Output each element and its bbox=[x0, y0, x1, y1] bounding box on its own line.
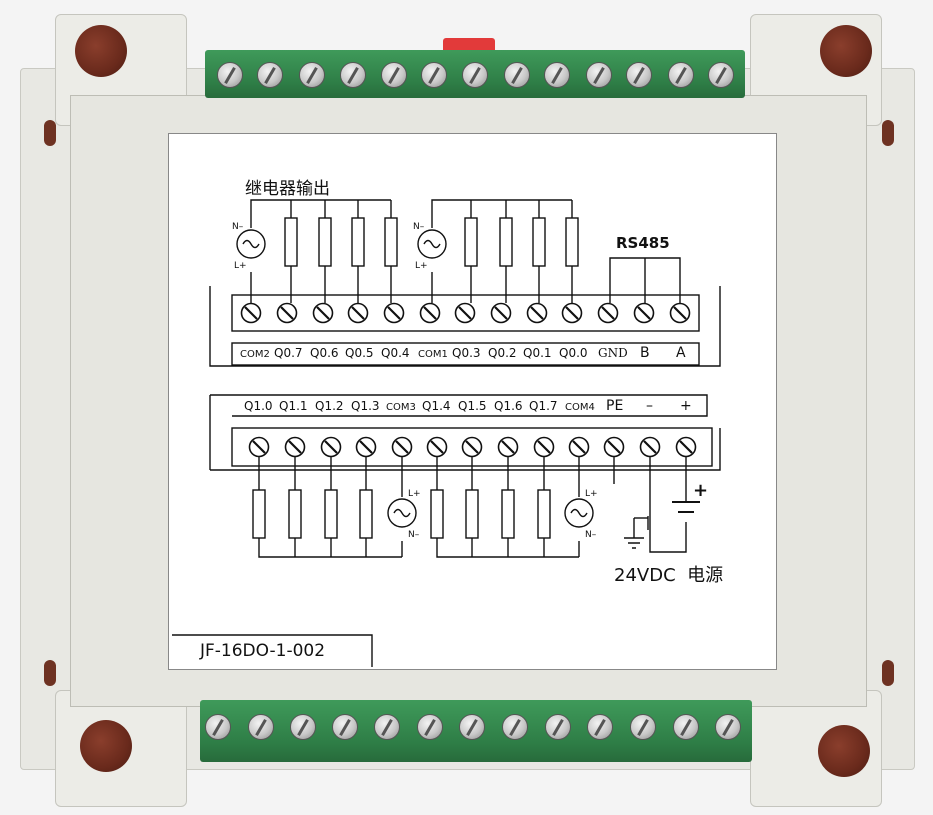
mount-hole-top-right bbox=[820, 25, 872, 77]
screw-icon[interactable] bbox=[673, 714, 699, 740]
ac-source-label-n: N– bbox=[585, 530, 597, 540]
terminal-label: + bbox=[680, 398, 692, 414]
bottom-terminal-block bbox=[200, 700, 752, 762]
top-terminal-diagram bbox=[209, 286, 721, 367]
screw-icon[interactable] bbox=[586, 62, 612, 88]
screw-icon[interactable] bbox=[332, 714, 358, 740]
top-relay-wiring bbox=[250, 199, 681, 303]
side-slot-right-bottom bbox=[882, 660, 894, 686]
screw-icon[interactable] bbox=[708, 62, 734, 88]
terminal-label: Q1.1 bbox=[279, 399, 308, 413]
screw-icon[interactable] bbox=[545, 714, 571, 740]
ac-source-label-l: L+ bbox=[585, 489, 598, 499]
terminal-label: COM2 bbox=[240, 349, 270, 360]
side-slot-right-top bbox=[882, 120, 894, 146]
screw-icon[interactable] bbox=[630, 714, 656, 740]
terminal-label: Q0.2 bbox=[488, 346, 517, 360]
screw-icon[interactable] bbox=[257, 62, 283, 88]
wiring-label-panel bbox=[168, 133, 777, 670]
terminal-label: Q1.2 bbox=[315, 399, 344, 413]
terminal-label: B bbox=[640, 345, 650, 361]
screw-icon[interactable] bbox=[587, 714, 613, 740]
screw-icon[interactable] bbox=[715, 714, 741, 740]
screw-icon[interactable] bbox=[626, 62, 652, 88]
rs485-label: RS485 bbox=[616, 234, 670, 252]
screw-icon[interactable] bbox=[417, 714, 443, 740]
terminal-label: Q0.7 bbox=[274, 346, 303, 360]
top-terminal-block bbox=[205, 50, 745, 98]
terminal-label: Q1.3 bbox=[351, 399, 380, 413]
screw-icon[interactable] bbox=[668, 62, 694, 88]
screw-icon[interactable] bbox=[504, 62, 530, 88]
ac-source-label-n: N– bbox=[413, 222, 425, 232]
ac-source-icon bbox=[564, 498, 594, 528]
terminal-label: Q1.7 bbox=[529, 399, 558, 413]
ac-source-icon bbox=[387, 498, 417, 528]
ac-source-label-l: L+ bbox=[408, 489, 421, 499]
screw-icon[interactable] bbox=[205, 714, 231, 740]
screw-icon[interactable] bbox=[544, 62, 570, 88]
ac-source-icon bbox=[417, 229, 447, 259]
terminal-label: COM4 bbox=[565, 402, 595, 413]
screw-icon[interactable] bbox=[299, 62, 325, 88]
terminal-label: COM3 bbox=[386, 402, 416, 413]
mount-hole-bottom-right bbox=[818, 725, 870, 777]
screw-icon[interactable] bbox=[462, 62, 488, 88]
terminal-label: A bbox=[676, 345, 686, 361]
side-slot-left-top bbox=[44, 120, 56, 146]
ac-source-icon bbox=[236, 229, 266, 259]
screw-icon[interactable] bbox=[217, 62, 243, 88]
screw-icon[interactable] bbox=[290, 714, 316, 740]
screw-icon[interactable] bbox=[459, 714, 485, 740]
terminal-label: PE bbox=[606, 398, 624, 414]
terminal-label: COM1 bbox=[418, 349, 448, 360]
terminal-label: – bbox=[646, 398, 653, 414]
terminal-label: Q1.6 bbox=[494, 399, 523, 413]
relay-output-title: 继电器输出 bbox=[245, 179, 330, 199]
bottom-relay-wiring bbox=[252, 457, 700, 558]
mount-hole-bottom-left bbox=[80, 720, 132, 772]
terminal-label: Q1.0 bbox=[244, 399, 273, 413]
terminal-label: Q0.6 bbox=[310, 346, 339, 360]
terminal-label: Q0.5 bbox=[345, 346, 374, 360]
side-slot-left-bottom bbox=[44, 660, 56, 686]
terminal-label: Q1.5 bbox=[458, 399, 487, 413]
ac-source-label-n: N– bbox=[232, 222, 244, 232]
screw-icon[interactable] bbox=[381, 62, 407, 88]
mount-hole-top-left bbox=[75, 25, 127, 77]
screw-icon[interactable] bbox=[248, 714, 274, 740]
screw-icon[interactable] bbox=[340, 62, 366, 88]
screw-icon[interactable] bbox=[502, 714, 528, 740]
model-number: JF-16DO-1-002 bbox=[200, 641, 326, 661]
screw-icon[interactable] bbox=[374, 714, 400, 740]
screw-icon[interactable] bbox=[421, 62, 447, 88]
terminal-label: Q0.3 bbox=[452, 346, 481, 360]
ac-source-label-l: L+ bbox=[415, 261, 428, 271]
terminal-label: GND bbox=[598, 346, 628, 360]
terminal-label: Q0.4 bbox=[381, 346, 410, 360]
terminal-label: Q0.0 bbox=[559, 346, 588, 360]
ac-source-label-l: L+ bbox=[234, 261, 247, 271]
terminal-label: Q1.4 bbox=[422, 399, 451, 413]
power-label: 24VDC 电源 bbox=[614, 565, 724, 586]
ac-source-label-n: N– bbox=[408, 530, 420, 540]
terminal-label: Q0.1 bbox=[523, 346, 552, 360]
dc-plus-label: + bbox=[693, 480, 709, 501]
